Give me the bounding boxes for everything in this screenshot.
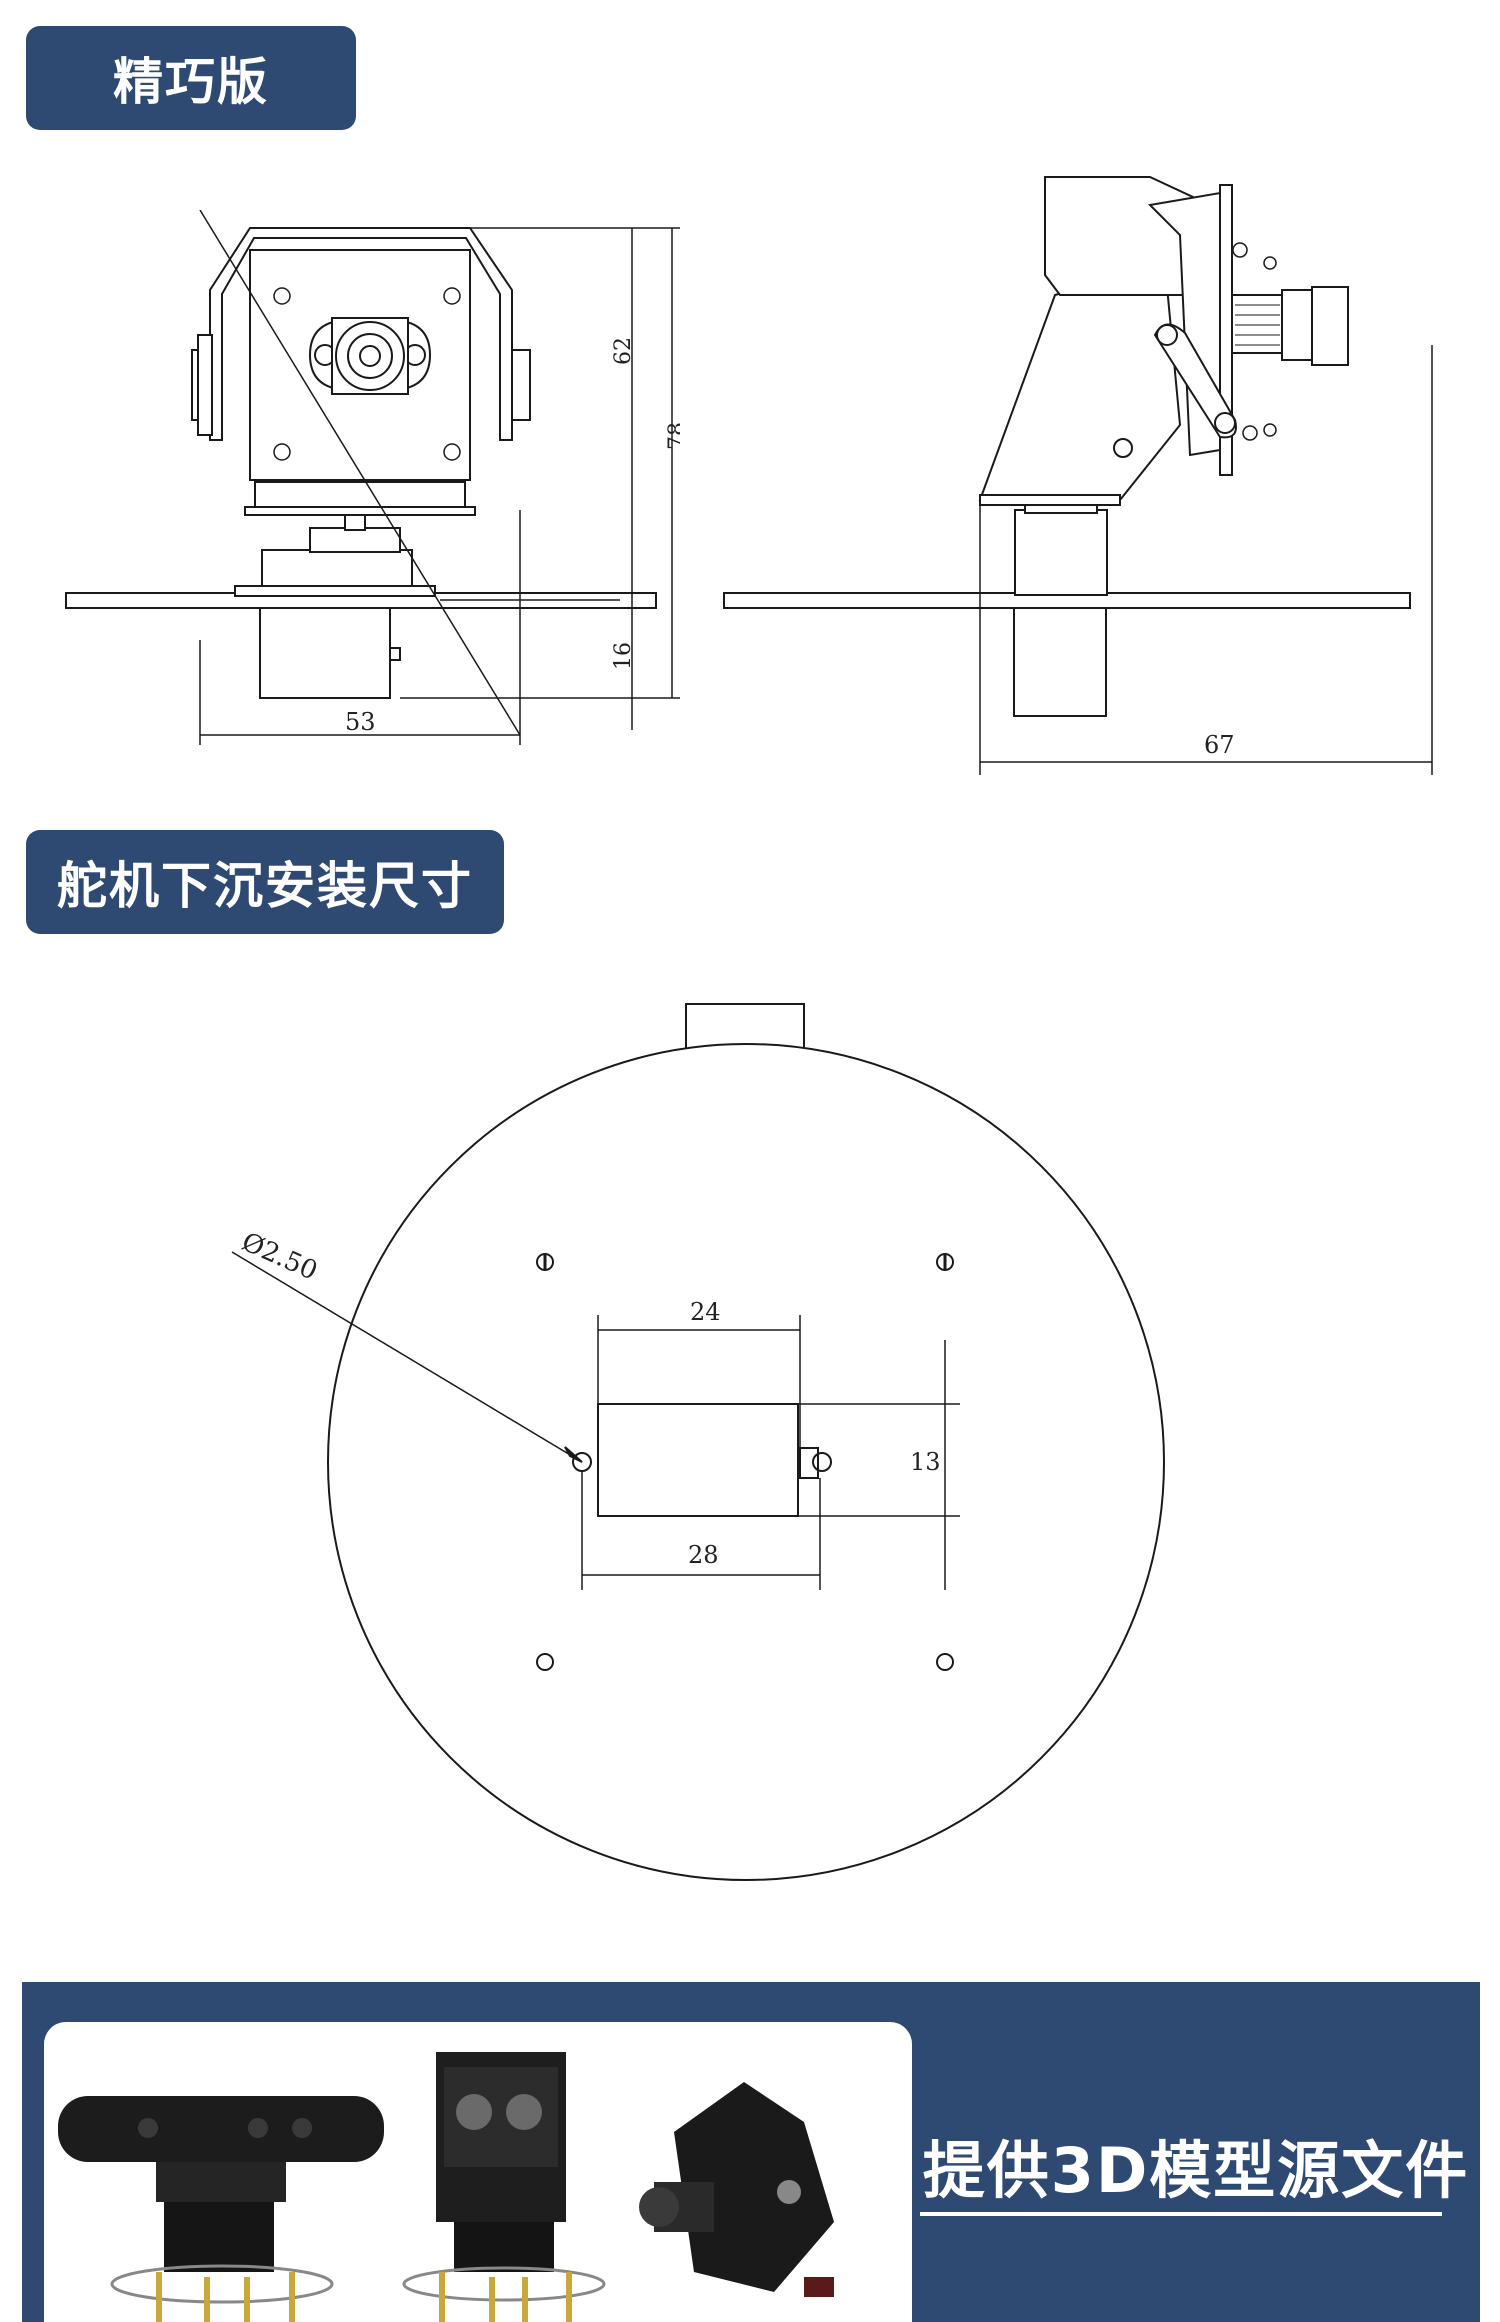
mount-view-drawing: Ø2.50 24 13 28 [231,1003,1165,1881]
pan-tilt-renders [58,2052,834,2322]
banner-underline [920,2212,1442,2216]
front-view-drawing: 62 78 16 53 [65,210,680,745]
section-title-compact: 精巧版 [26,26,356,130]
side-view-drawing: 67 [723,176,1433,775]
banner-title: 提供3D模型源文件 [922,2134,1470,2207]
dim-width: 53 [345,708,376,736]
dim-inner-width: 24 [690,1298,721,1326]
dim-height-top: 62 [611,337,636,365]
dim-outer-width: 28 [688,1541,719,1569]
dim-side-width: 67 [1204,731,1235,759]
dim-height-total: 78 [665,422,680,450]
section-title-servo-mount: 舵机下沉安装尺寸 [26,830,504,934]
dim-height-bottom: 16 [611,642,636,670]
model-preview-card [44,2022,912,2322]
dim-hole-diameter: Ø2.50 [237,1227,322,1287]
dim-height: 13 [910,1448,941,1476]
depth-camera-mount-render [58,2096,384,2322]
compact-pan-tilt-render [639,2082,834,2297]
camera-bracket-render [402,2052,606,2322]
bottom-banner: 提供3D模型源文件 [22,1982,1480,2322]
